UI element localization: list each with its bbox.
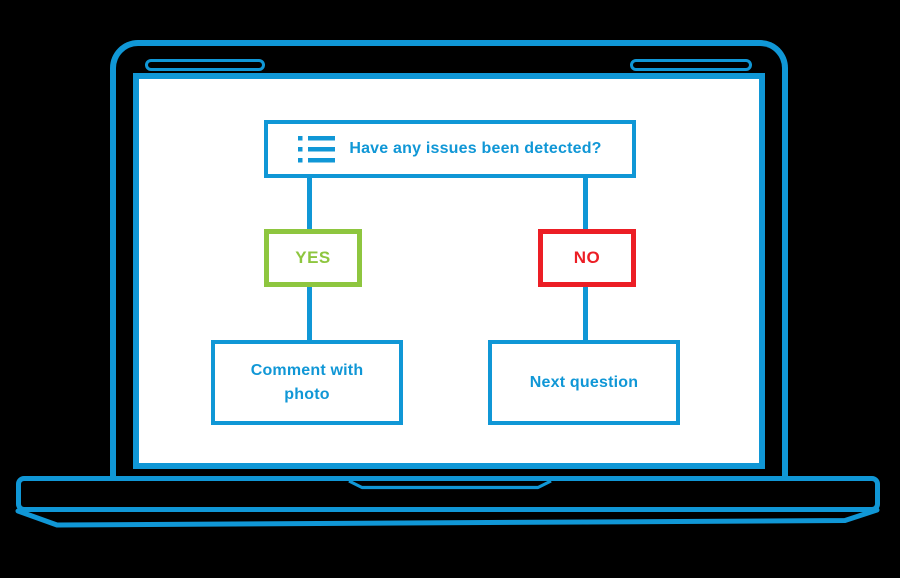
base-lip-line bbox=[15, 507, 880, 528]
connector-question-to-yes bbox=[307, 177, 312, 230]
yes-result-label: Comment with photo bbox=[250, 361, 364, 403]
connector-no-to-result bbox=[583, 285, 588, 341]
no-result-node: Next question bbox=[488, 340, 680, 425]
bezel-slot-right bbox=[630, 59, 752, 71]
yes-label: YES bbox=[295, 248, 331, 267]
laptop-frame bbox=[110, 40, 788, 477]
yes-node: YES bbox=[264, 229, 362, 287]
no-label: NO bbox=[573, 248, 601, 267]
connector-question-to-no bbox=[583, 177, 588, 230]
yes-result-node: Comment with photo bbox=[211, 340, 403, 425]
no-node: NO bbox=[538, 229, 636, 287]
connector-yes-to-result bbox=[307, 285, 312, 341]
no-result-label: Next question bbox=[529, 373, 639, 391]
list-icon bbox=[298, 136, 336, 163]
laptop-base bbox=[16, 476, 880, 512]
question-node: Have any issues been detected? bbox=[264, 120, 636, 178]
question-label: Have any issues been detected? bbox=[349, 140, 602, 157]
bezel-slot-left bbox=[145, 59, 265, 71]
